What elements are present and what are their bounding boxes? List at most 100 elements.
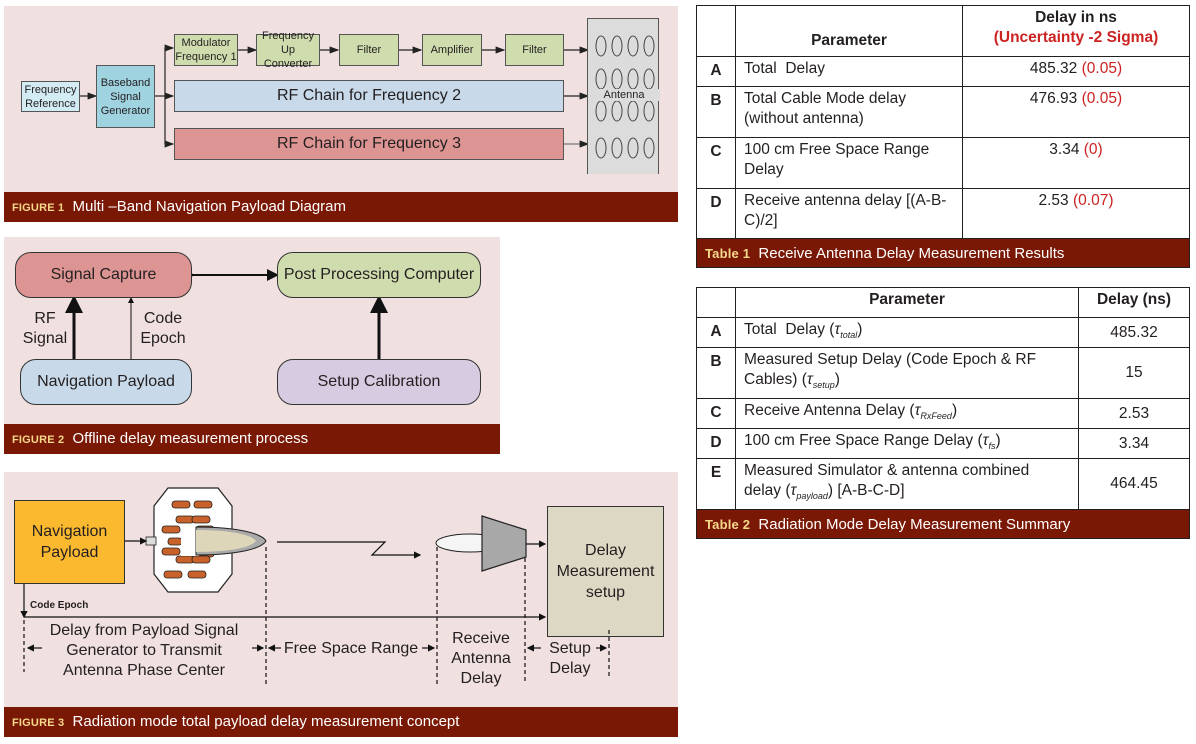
row-value: 485.32 [1078, 317, 1190, 348]
delay-from-payload-label: Delay from Payload Signal Generator to T… [49, 622, 239, 679]
filter2-block: Filter [505, 34, 564, 66]
figure3-caption-tag: FIGURE 3 [12, 717, 65, 729]
row-key: A [696, 56, 736, 87]
row-key: B [696, 86, 736, 138]
row-value: 3.34 [1078, 428, 1190, 459]
antenna-array: Antenna [587, 18, 660, 174]
table-row: B Total Cable Mode delay (without antenn… [696, 86, 1190, 138]
tau-symbol: τ [834, 321, 841, 338]
table2-caption: Table 2 Radiation Mode Delay Measurement… [696, 509, 1190, 539]
table1-header-delay-text: Delay in ns [1035, 9, 1117, 26]
table2-header-key [696, 287, 736, 318]
table-row: B Measured Setup Delay (Code Epoch & RF … [696, 347, 1190, 399]
row-uncertainty: (0.05) [1081, 90, 1123, 107]
row-uncertainty: (0) [1083, 141, 1103, 158]
frequency-reference-block: Frequency Reference [21, 81, 80, 112]
figure3-caption: FIGURE 3 Radiation mode total payload de… [4, 707, 678, 737]
row-parameter: Measured Setup Delay (Code Epoch & RF Ca… [735, 347, 1079, 399]
free-space-range-label: Free Space Range [283, 640, 419, 657]
tau-subscript: total [840, 330, 858, 340]
row-parameter: Total Cable Mode delay (without antenna) [735, 86, 963, 138]
antenna-label: Antenna [588, 89, 660, 101]
tau-symbol: τ [790, 482, 797, 499]
row-parameter: Receive antenna delay [(A-B-C)/2] [735, 188, 963, 240]
figure2-caption-text: Offline delay measurement process [72, 430, 309, 447]
row-parameter-text: Receive Antenna Delay ( [744, 402, 915, 419]
table-row: A Total Delay 485.32 (0.05) [696, 56, 1190, 87]
row-parameter-text: Measured Simulator & antenna combined de… [744, 462, 1030, 499]
row-value: 15 [1078, 347, 1190, 399]
table1-header-row: Parameter Delay in ns (Uncertainty -2 Si… [696, 5, 1190, 57]
baseband-generator-block: Baseband Signal Generator [96, 65, 155, 128]
table2-header-delay: Delay (ns) [1078, 287, 1190, 318]
receive-antenna-delay-label: Receive Antenna Delay [451, 630, 511, 687]
table2-caption-tag: Table 2 [705, 517, 751, 532]
row-uncertainty: (0.05) [1081, 60, 1123, 77]
filter1-block: Filter [339, 34, 399, 66]
row-parameter: Receive Antenna Delay (τRxFeed) [735, 398, 1079, 429]
table-row: C 100 cm Free Space Range Delay 3.34 (0) [696, 137, 1190, 189]
row-key: C [696, 398, 736, 429]
navigation-payload-node: Navigation Payload [20, 359, 192, 405]
table-row: D Receive antenna delay [(A-B-C)/2] 2.53… [696, 188, 1190, 240]
row-value: 476.93 [1029, 90, 1078, 107]
signal-capture-node: Signal Capture [15, 252, 192, 298]
transmit-antenna-icon [145, 487, 267, 593]
table-row: E Measured Simulator & antenna combined … [696, 458, 1190, 510]
row-parameter-text: Measured Setup Delay (Code Epoch & RF Ca… [744, 351, 1037, 388]
row-uncertainty: (0.07) [1072, 192, 1114, 209]
table2-header-row: Parameter Delay (ns) [696, 287, 1190, 318]
table2: Parameter Delay (ns) A Total Delay (τtot… [696, 287, 1190, 510]
row-key: A [696, 317, 736, 348]
table-row: A Total Delay (τtotal) 485.32 [696, 317, 1190, 348]
row-value: 464.45 [1078, 458, 1190, 510]
table1: Parameter Delay in ns (Uncertainty -2 Si… [696, 5, 1190, 240]
figure1-caption-text: Multi –Band Navigation Payload Diagram [72, 198, 346, 215]
tau-symbol: τ [806, 371, 813, 388]
figure2-caption-tag: FIGURE 2 [12, 434, 65, 446]
table1-header-parameter: Parameter [735, 5, 963, 57]
table1-caption: Table 1 Receive Antenna Delay Measuremen… [696, 238, 1190, 268]
table1-header-uncertainty: (Uncertainty -2 Sigma) [993, 29, 1159, 46]
setup-calibration-node: Setup Calibration [277, 359, 481, 405]
rf-signal-label: RF Signal [22, 310, 68, 347]
tau-subscript: RxFeed [920, 411, 952, 421]
rf-chain-3-block: RF Chain for Frequency 3 [174, 128, 564, 160]
row-parameter-suffix: ) [951, 402, 958, 419]
tau-subscript: setup [812, 380, 835, 390]
row-value: 2.53 [1078, 398, 1190, 429]
receive-antenna-icon [435, 515, 527, 572]
row-value-cell: 485.32 (0.05) [962, 56, 1190, 87]
tau-subscript: fs [988, 441, 996, 451]
row-value: 2.53 [1038, 192, 1069, 209]
row-key: B [696, 347, 736, 399]
setup-delay-label: Setup Delay [549, 640, 591, 677]
row-parameter-suffix: ) [857, 321, 863, 338]
row-value-cell: 2.53 (0.07) [962, 188, 1190, 240]
row-parameter-suffix: ) [834, 371, 840, 388]
table1-caption-tag: Table 1 [705, 246, 751, 261]
row-key: C [696, 137, 736, 189]
row-value: 3.34 [1049, 141, 1080, 158]
code-epoch-label: Code Epoch [30, 600, 89, 611]
row-parameter: Measured Simulator & antenna combined de… [735, 458, 1079, 510]
row-parameter-suffix: ) [995, 432, 1001, 449]
table1-caption-text: Receive Antenna Delay Measurement Result… [758, 245, 1065, 262]
table2-header-parameter: Parameter [735, 287, 1079, 318]
row-parameter-text: 100 cm Free Space Range Delay ( [744, 432, 983, 449]
row-parameter: 100 cm Free Space Range Delay (τfs) [735, 428, 1079, 459]
figure1-caption: FIGURE 1 Multi –Band Navigation Payload … [4, 192, 678, 222]
navigation-payload-block: Navigation Payload [14, 500, 125, 584]
row-parameter-text: Total Delay ( [744, 321, 835, 338]
post-processing-node: Post Processing Computer [277, 252, 481, 298]
figure3-caption-text: Radiation mode total payload delay measu… [72, 713, 460, 730]
row-parameter: Total Delay [735, 56, 963, 87]
tau-symbol: τ [914, 402, 921, 419]
tau-symbol: τ [982, 432, 989, 449]
row-key: D [696, 428, 736, 459]
row-key: D [696, 188, 736, 240]
row-parameter: Total Delay (τtotal) [735, 317, 1079, 348]
